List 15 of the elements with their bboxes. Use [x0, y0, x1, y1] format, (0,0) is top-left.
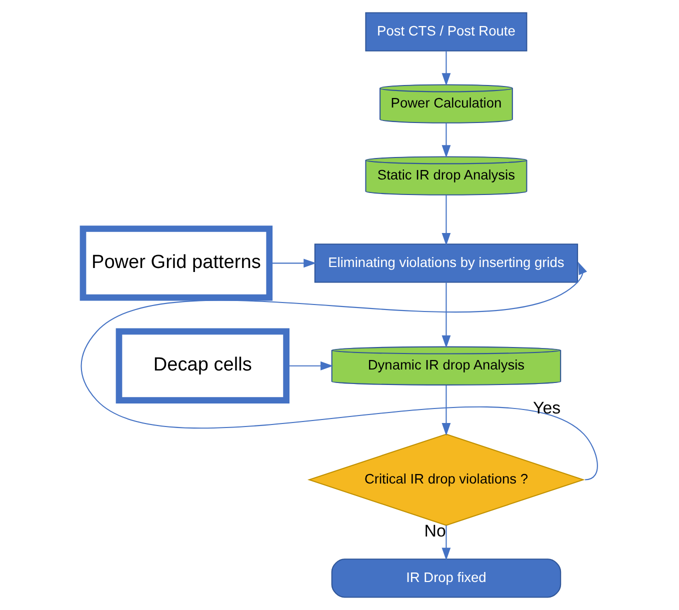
arrow: [442, 525, 451, 560]
node-box: Eliminating violations by inserting grids: [314, 244, 578, 283]
node-box: Decap cells: [116, 328, 290, 404]
edge-label: Yes: [532, 398, 561, 418]
arrow: [442, 51, 451, 86]
node-box: Power Grid patterns: [80, 226, 273, 301]
arrow: [442, 123, 451, 158]
arrow: [270, 258, 316, 268]
node-diamond: Critical IR drop violations ?: [307, 434, 585, 526]
arrow: [442, 385, 451, 436]
arrow: [442, 282, 451, 348]
arrow: [442, 194, 451, 246]
node-box: Post CTS / Post Route: [365, 12, 528, 52]
node-box: IR Drop fixed: [331, 558, 562, 598]
arrow: [81, 262, 598, 480]
